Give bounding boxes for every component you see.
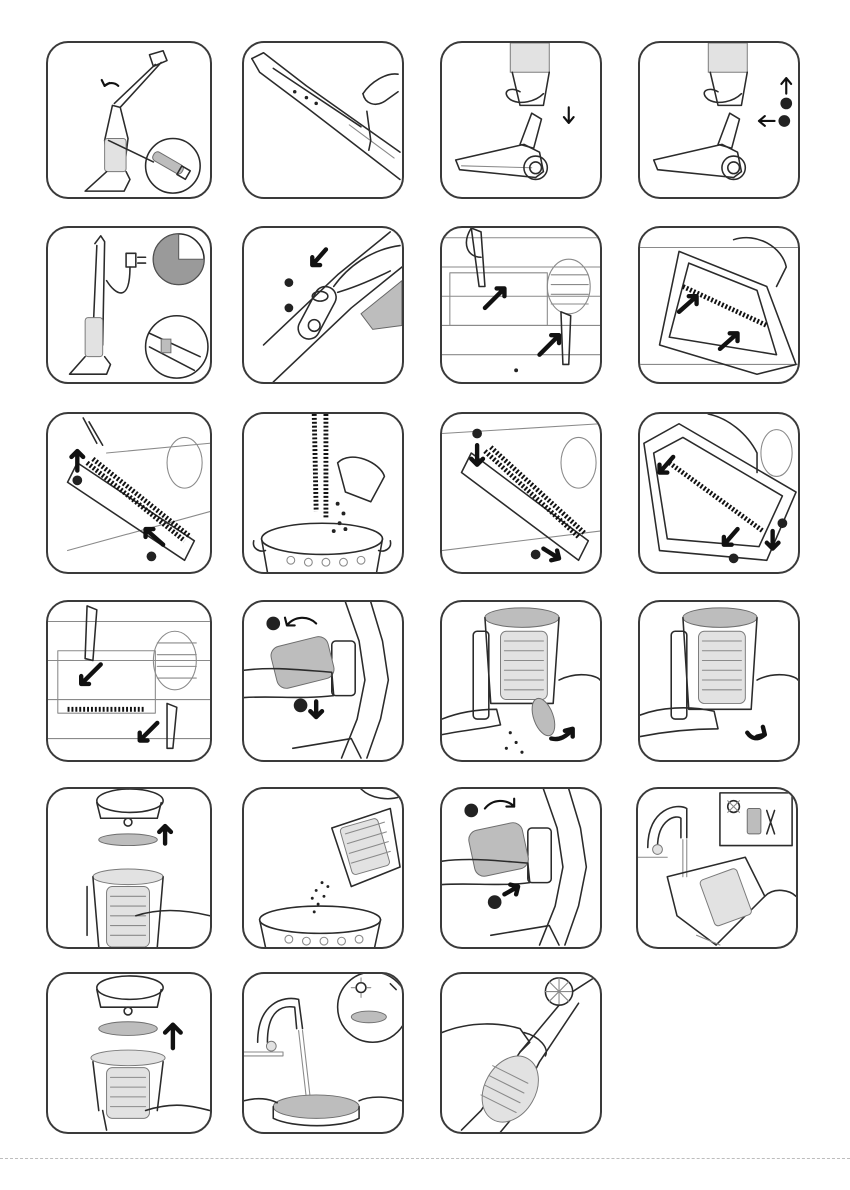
step-14-remove-dust-container (242, 600, 404, 762)
step-02-handle-screw (242, 41, 404, 199)
step-12-replace-brush-cover (638, 412, 800, 574)
step-19-reinsert-container (440, 787, 602, 949)
step-03-attach-nozzle (440, 41, 602, 199)
step-15-empty-dust-container (440, 600, 602, 762)
step-04-release-nozzle (638, 41, 800, 199)
step-13-lock-brush-cover (46, 600, 212, 762)
step-10-clean-brush-over-bin (242, 412, 404, 574)
step-06-power-switch (242, 226, 404, 384)
step-16-close-dust-lid (638, 600, 800, 762)
step-09-remove-brush-roll (46, 412, 212, 574)
step-05-charge-with-clock (46, 226, 212, 384)
step-18-empty-into-bin (242, 787, 404, 949)
step-01-assemble-handle (46, 41, 212, 199)
step-08-lift-brush-cover (638, 226, 800, 384)
step-17-remove-filter-top (46, 787, 212, 949)
step-07-open-brush-cover (440, 226, 602, 384)
step-11-insert-brush-roll (440, 412, 602, 574)
step-22-rinse-filter-disc (242, 972, 404, 1134)
step-20-rinse-container (636, 787, 798, 949)
step-23-handheld-use (440, 972, 602, 1134)
page-footer-rule (0, 1158, 850, 1159)
step-21-remove-filter-disc (46, 972, 212, 1134)
